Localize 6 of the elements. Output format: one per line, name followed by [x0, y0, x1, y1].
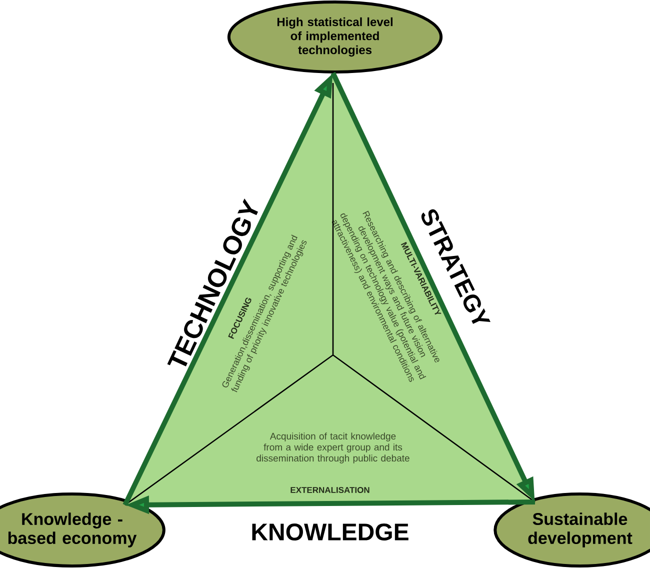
ellipse-node: Sustainable development — [494, 492, 650, 568]
edge-label: KNOWLEDGE — [252, 524, 408, 540]
sector-heading: EXTERNALISATION — [290, 487, 370, 493]
ellipse-node: Knowledge - based economy — [0, 492, 166, 568]
ellipse-node: High statistical level of implemented technologies — [227, 0, 443, 74]
sector-text: Acquisition of tacit knowledge from a wide expert group and its dissemination through public debate — [256, 432, 410, 464]
